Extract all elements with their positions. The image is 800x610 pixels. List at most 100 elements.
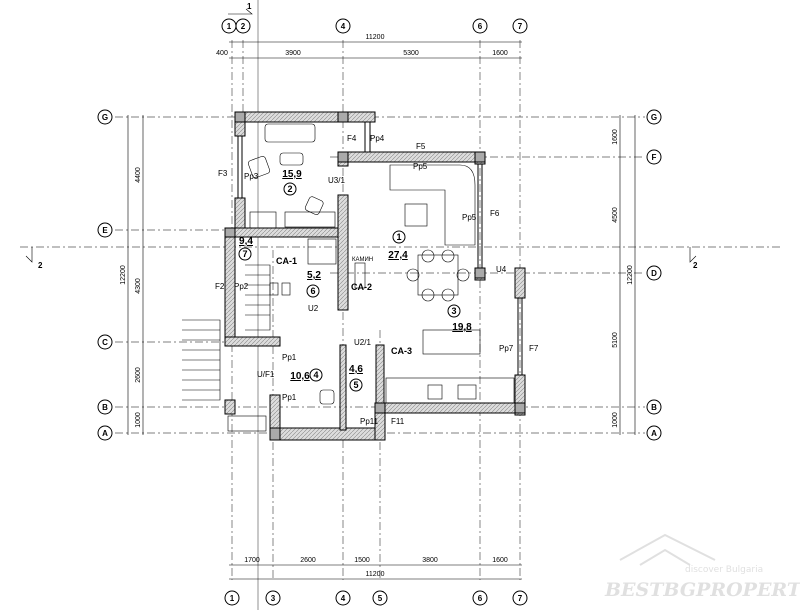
section-mark-2-left: 2 xyxy=(38,261,43,270)
svg-text:7: 7 xyxy=(518,22,523,31)
room-2: 215,9 xyxy=(282,169,302,196)
svg-text:4,6: 4,6 xyxy=(349,364,363,375)
fireplace-icon xyxy=(354,262,366,289)
svg-text:Pp2: Pp2 xyxy=(234,282,249,291)
svg-text:7: 7 xyxy=(242,249,247,259)
living-table-icon xyxy=(404,203,428,227)
svg-text:Pp5: Pp5 xyxy=(413,162,428,171)
svg-text:5100: 5100 xyxy=(612,332,619,348)
right-dimensions: 1600 4500 5100 1000 12200 xyxy=(612,115,636,435)
bottom-axis-markers: 1 3 4 5 6 7 xyxy=(224,590,528,606)
top-axis-markers: 1 2 4 6 7 xyxy=(221,18,528,34)
desk-icon xyxy=(284,211,336,228)
svg-text:1000: 1000 xyxy=(135,412,142,428)
svg-text:Pp4: Pp4 xyxy=(370,134,385,143)
section-mark-1: 1 xyxy=(247,2,252,11)
coffee-table-icon xyxy=(279,152,304,166)
svg-text:5300: 5300 xyxy=(403,50,419,57)
room-5: 54,6 xyxy=(349,364,363,392)
svg-text:6: 6 xyxy=(478,594,483,603)
svg-text:CA-2: CA-2 xyxy=(351,282,372,292)
svg-text:6: 6 xyxy=(478,22,483,31)
svg-text:2: 2 xyxy=(241,22,246,31)
axis-marker-top-2: 2 xyxy=(235,18,251,34)
svg-text:B: B xyxy=(651,403,657,412)
svg-text:F: F xyxy=(652,153,657,162)
armchair-icon xyxy=(248,156,270,178)
svg-text:A: A xyxy=(651,429,657,438)
svg-text:КАМИН: КАМИН xyxy=(352,257,373,263)
entrance-mat-icon xyxy=(227,415,267,432)
svg-text:Pp1: Pp1 xyxy=(282,353,297,362)
svg-text:3: 3 xyxy=(271,594,276,603)
svg-text:4: 4 xyxy=(341,594,346,603)
svg-text:1600: 1600 xyxy=(492,50,508,57)
svg-text:Pp7: Pp7 xyxy=(499,344,514,353)
svg-text:1500: 1500 xyxy=(354,557,370,564)
sofa-icon xyxy=(264,123,316,143)
svg-text:5,2: 5,2 xyxy=(307,270,321,281)
svg-text:27,4: 27,4 xyxy=(388,250,408,261)
svg-text:1000: 1000 xyxy=(612,412,619,428)
svg-text:4500: 4500 xyxy=(612,207,619,223)
svg-text:10,6: 10,6 xyxy=(290,371,310,382)
svg-text:CA-3: CA-3 xyxy=(391,346,412,356)
svg-text:BESTBGPROPERTIES: BESTBGPROPERTIES xyxy=(604,579,800,601)
svg-text:U2/1: U2/1 xyxy=(354,338,371,347)
svg-text:1600: 1600 xyxy=(612,129,619,145)
svg-text:1: 1 xyxy=(230,594,235,603)
corner-sofa-icon xyxy=(389,164,476,246)
top-dimensions: 11200 400 3900 5300 1600 xyxy=(216,34,522,59)
sink-icon xyxy=(457,384,477,400)
svg-text:2600: 2600 xyxy=(135,367,142,383)
svg-text:15,9: 15,9 xyxy=(282,169,302,180)
svg-text:3: 3 xyxy=(451,306,456,316)
kitchen-island-icon xyxy=(422,329,481,355)
dining-table-icon xyxy=(417,254,459,296)
svg-text:3900: 3900 xyxy=(285,50,301,57)
axis-marker-top-6: 6 xyxy=(472,18,488,34)
room-6: 65,2 xyxy=(306,270,321,298)
svg-text:19,8: 19,8 xyxy=(452,322,472,333)
svg-text:1: 1 xyxy=(396,232,401,242)
desk-chair-icon xyxy=(304,196,324,215)
shower-icon xyxy=(307,238,337,265)
washbasin-icon xyxy=(281,282,291,296)
room-4: 410,6 xyxy=(290,368,323,382)
svg-text:2: 2 xyxy=(287,184,292,194)
dim-bottom-total: 11200 xyxy=(366,571,385,578)
svg-text:F11: F11 xyxy=(391,417,405,426)
svg-text:4300: 4300 xyxy=(135,278,142,294)
svg-text:F2: F2 xyxy=(215,282,225,291)
laundry-icon xyxy=(319,389,335,405)
walls xyxy=(224,111,526,441)
svg-text:5: 5 xyxy=(353,380,358,390)
left-dimensions: 4400 4300 2600 1000 12200 xyxy=(120,115,144,435)
svg-text:discover Bulgaria: discover Bulgaria xyxy=(685,565,763,575)
svg-text:6: 6 xyxy=(310,286,315,296)
section-marks: 1 2 2 xyxy=(25,2,698,270)
svg-text:E: E xyxy=(102,226,108,235)
kitchen-counter-icon xyxy=(385,377,515,404)
svg-text:9,4: 9,4 xyxy=(239,236,253,247)
svg-text:400: 400 xyxy=(216,50,228,57)
svg-text:4: 4 xyxy=(341,22,346,31)
right-axis-markers: G F D B A xyxy=(646,109,662,441)
svg-text:4: 4 xyxy=(313,370,318,380)
svg-text:F5: F5 xyxy=(416,142,426,151)
svg-text:4400: 4400 xyxy=(135,167,142,183)
furniture xyxy=(182,123,515,432)
svg-text:12200: 12200 xyxy=(627,265,634,285)
axis-marker-top-7: 7 xyxy=(512,18,528,34)
svg-text:1: 1 xyxy=(227,22,232,31)
svg-text:F3: F3 xyxy=(218,169,228,178)
svg-text:U4: U4 xyxy=(496,265,507,274)
svg-text:U2: U2 xyxy=(308,304,319,313)
svg-text:U3/1: U3/1 xyxy=(328,176,345,185)
axis-marker-top-1: 1 xyxy=(221,18,237,34)
svg-text:D: D xyxy=(651,269,657,278)
svg-text:1600: 1600 xyxy=(492,557,508,564)
svg-text:B: B xyxy=(102,403,108,412)
toilet-icon xyxy=(269,282,279,296)
